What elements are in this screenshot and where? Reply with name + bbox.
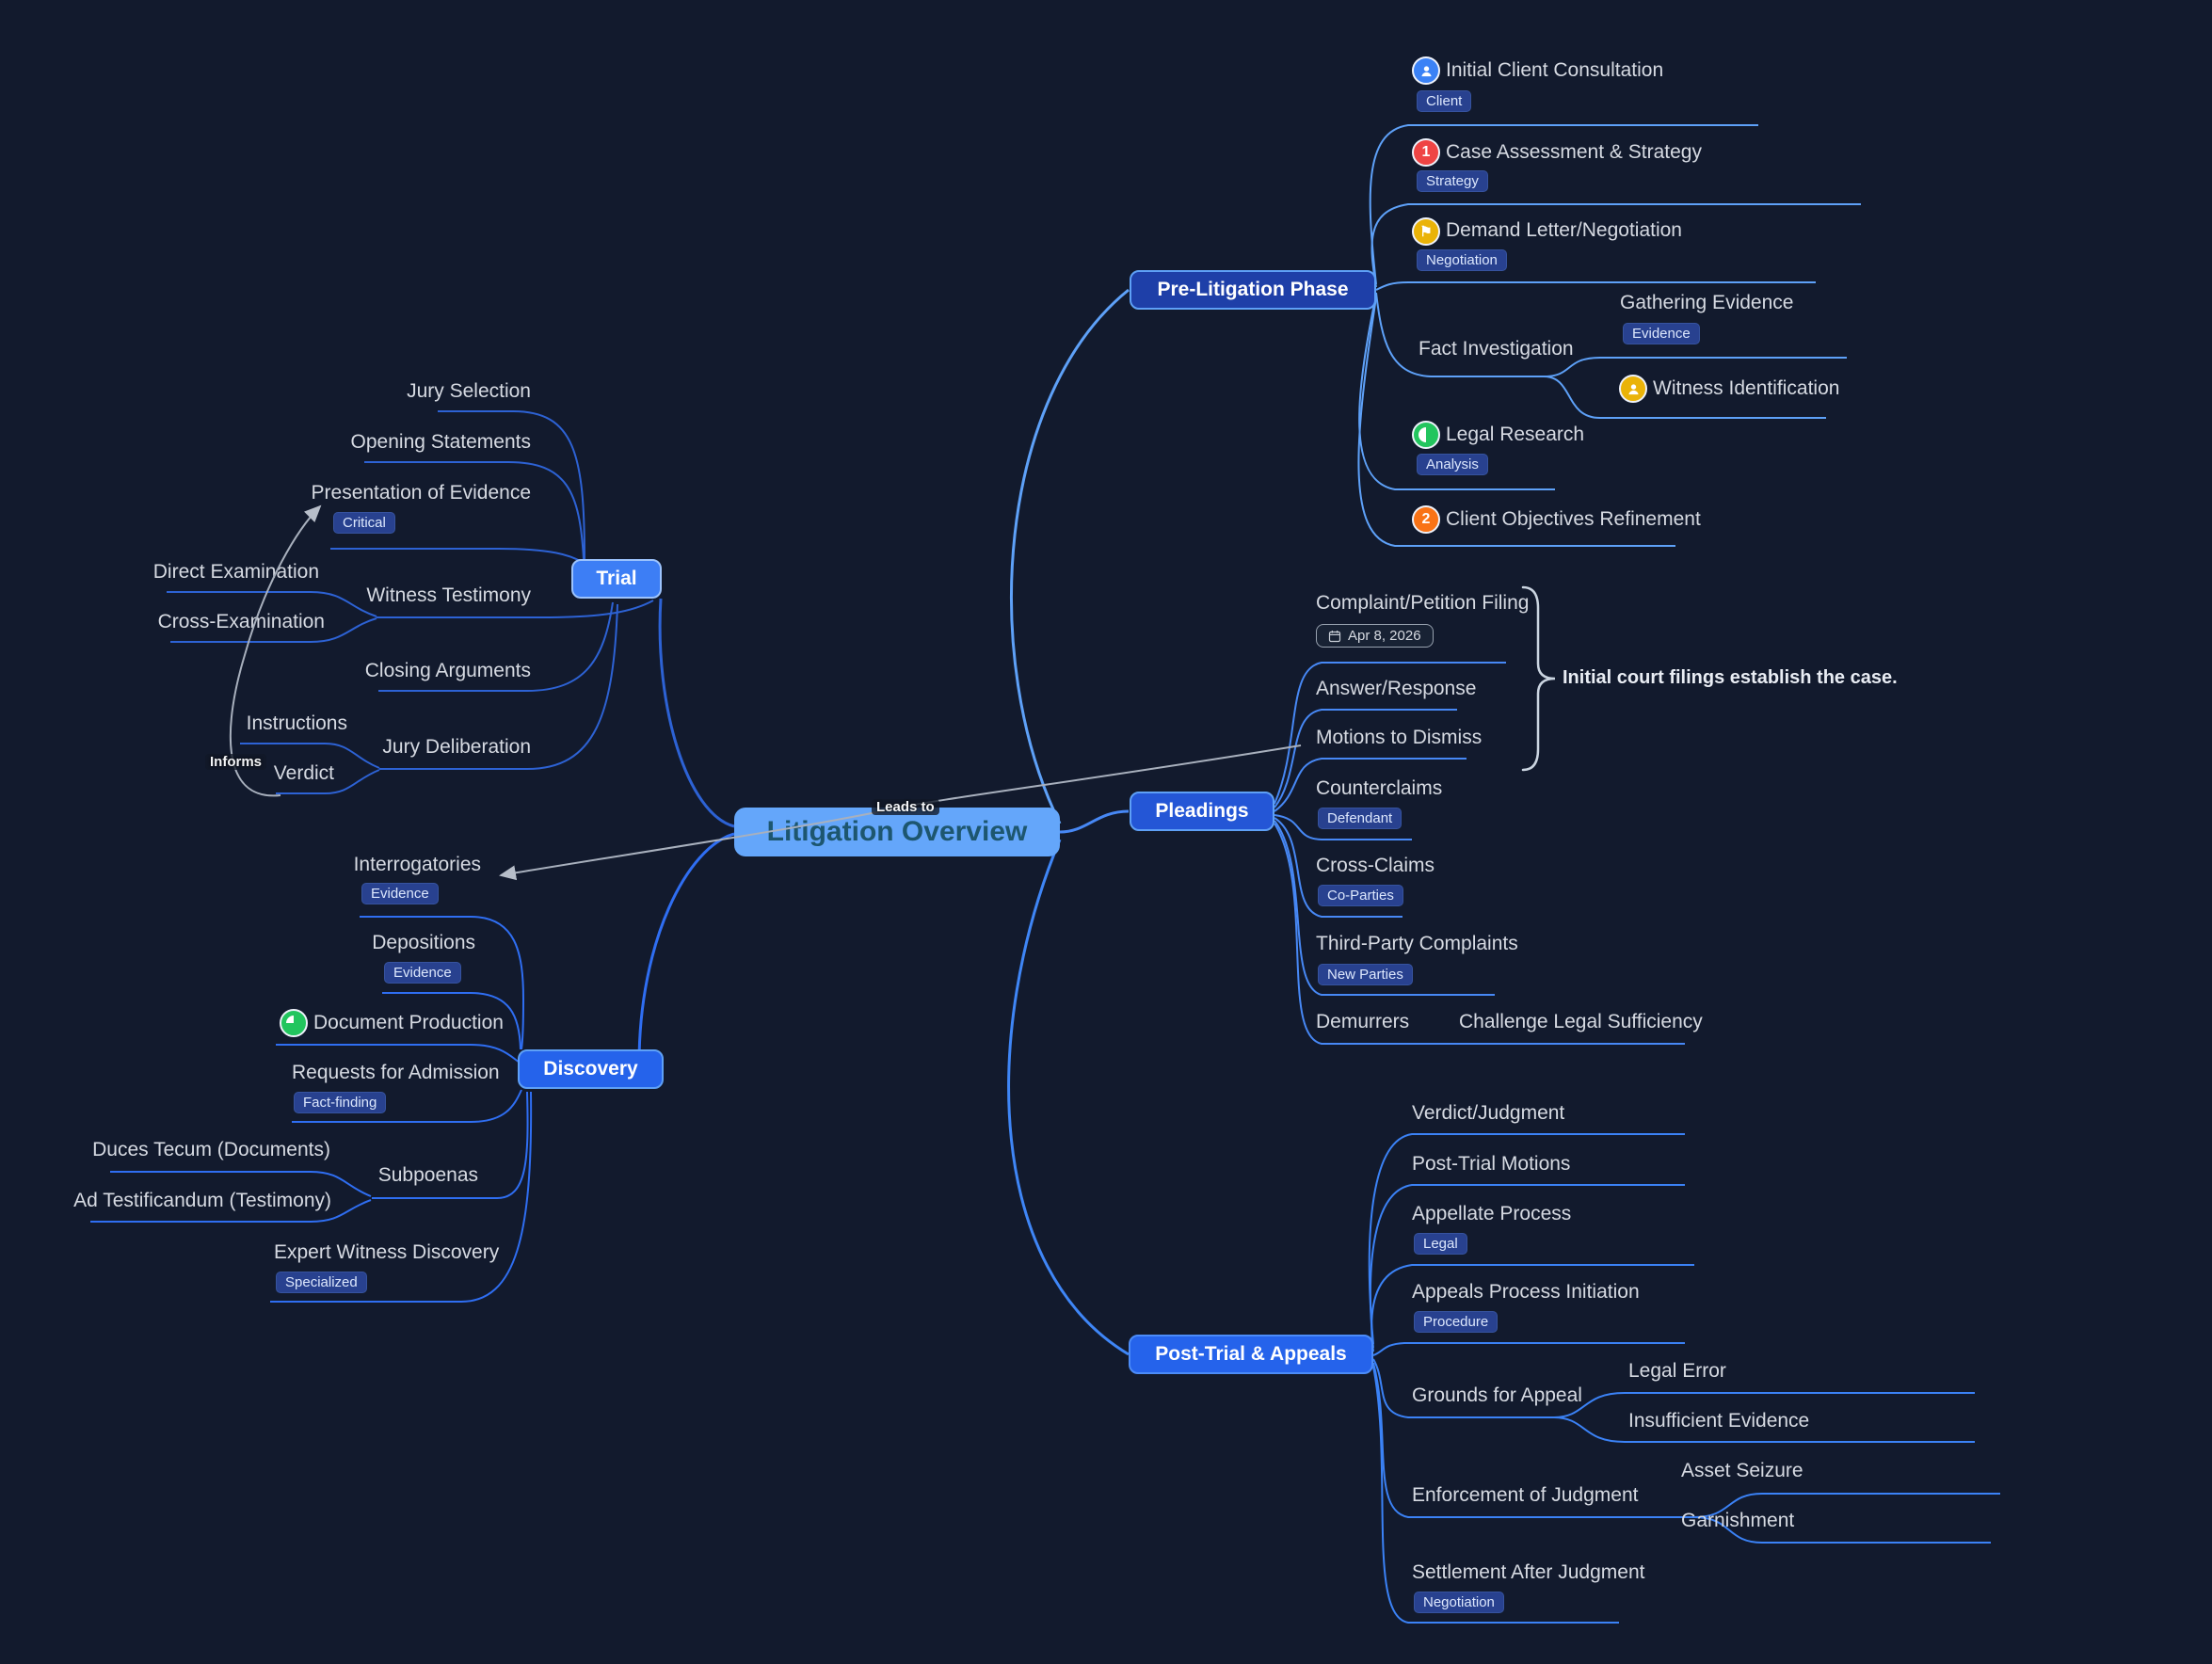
annotation-brace: [1521, 585, 1556, 772]
item-fact-investigation[interactable]: Fact Investigation: [1419, 338, 1574, 360]
annotation-text: Initial court filings establish the case…: [1563, 667, 1898, 688]
progress-three-quarter-icon: [280, 1009, 308, 1037]
item-answer-response[interactable]: Answer/Response: [1316, 678, 1477, 699]
informs-link: [229, 504, 322, 797]
branch-node-trial[interactable]: Trial: [571, 559, 662, 599]
item-settlement-after-judgment[interactable]: Settlement After Judgment: [1412, 1561, 1645, 1583]
badge-specialized: Specialized: [276, 1272, 367, 1293]
prelit-edges: [1357, 124, 1861, 547]
item-instructions[interactable]: Instructions: [246, 712, 347, 734]
item-witness-identification[interactable]: Witness Identification: [1653, 377, 1840, 399]
item-ad-testificandum[interactable]: Ad Testificandum (Testimony): [73, 1190, 331, 1211]
item-challenge-legal-sufficiency[interactable]: Challenge Legal Sufficiency: [1459, 1011, 1703, 1032]
item-depositions[interactable]: Depositions: [372, 932, 475, 953]
leads-to-label: Leads to: [872, 799, 939, 815]
discovery-edges: [90, 916, 533, 1303]
item-presentation-of-evidence[interactable]: Presentation of Evidence: [311, 482, 531, 504]
branch-node-discovery[interactable]: Discovery: [518, 1049, 664, 1089]
item-legal-research[interactable]: Legal Research: [1446, 424, 1585, 445]
progress-half-icon: [1412, 421, 1440, 449]
item-demurrers[interactable]: Demurrers: [1316, 1011, 1410, 1032]
badge-analysis: Analysis: [1417, 454, 1488, 475]
badge-client: Client: [1417, 90, 1472, 112]
item-third-party-complaints[interactable]: Third-Party Complaints: [1316, 933, 1518, 954]
item-motions-to-dismiss[interactable]: Motions to Dismiss: [1316, 727, 1483, 748]
person-blue-icon: [1412, 56, 1440, 85]
badge-procedure: Procedure: [1414, 1311, 1499, 1333]
calendar-icon: [1328, 630, 1341, 642]
item-duces-tecum[interactable]: Duces Tecum (Documents): [92, 1139, 330, 1160]
badge-negotiation: Negotiation: [1417, 249, 1507, 271]
item-post-trial-motions[interactable]: Post-Trial Motions: [1412, 1153, 1571, 1175]
item-document-production[interactable]: Document Production: [313, 1012, 504, 1033]
item-counterclaims[interactable]: Counterclaims: [1316, 777, 1443, 799]
badge-critical: Critical: [333, 512, 395, 534]
item-jury-deliberation[interactable]: Jury Deliberation: [382, 736, 531, 758]
flag-icon: ⚑: [1412, 217, 1440, 246]
item-case-assessment[interactable]: Case Assessment & Strategy: [1446, 141, 1702, 163]
item-demand-letter[interactable]: Demand Letter/Negotiation: [1446, 219, 1682, 241]
root-node[interactable]: Litigation Overview: [734, 808, 1060, 856]
item-grounds-for-appeal[interactable]: Grounds for Appeal: [1412, 1384, 1582, 1406]
item-direct-examination[interactable]: Direct Examination: [152, 561, 319, 583]
badge-legal: Legal: [1414, 1233, 1467, 1255]
informs-label: Informs: [205, 754, 267, 770]
item-gathering-evidence[interactable]: Gathering Evidence: [1620, 292, 1794, 313]
item-opening-statements[interactable]: Opening Statements: [350, 431, 531, 453]
badge-evidence-interrogatories: Evidence: [361, 883, 439, 904]
item-client-objectives[interactable]: Client Objectives Refinement: [1446, 508, 1701, 530]
item-initial-client-consultation[interactable]: Initial Client Consultation: [1446, 59, 1664, 81]
badge-evidence-gathering: Evidence: [1623, 323, 1700, 344]
posttrial-edges: [1368, 1133, 2000, 1624]
badge-fact-finding: Fact-finding: [294, 1092, 387, 1113]
item-enforcement-of-judgment[interactable]: Enforcement of Judgment: [1412, 1484, 1639, 1506]
item-legal-error[interactable]: Legal Error: [1628, 1360, 1726, 1382]
center-edges: [637, 288, 1130, 1356]
badge-negotiation-settlement: Negotiation: [1414, 1592, 1504, 1613]
item-insufficient-evidence[interactable]: Insufficient Evidence: [1628, 1410, 1810, 1432]
branch-node-pre-litigation[interactable]: Pre-Litigation Phase: [1130, 270, 1376, 310]
badge-co-parties: Co-Parties: [1318, 885, 1403, 906]
item-garnishment[interactable]: Garnishment: [1681, 1510, 1795, 1531]
number-2-icon: 2: [1412, 505, 1440, 534]
item-requests-for-admission[interactable]: Requests for Admission: [292, 1062, 500, 1083]
item-complaint-filing[interactable]: Complaint/Petition Filing: [1316, 592, 1530, 614]
item-appeals-process-initiation[interactable]: Appeals Process Initiation: [1412, 1281, 1640, 1303]
item-witness-testimony[interactable]: Witness Testimony: [366, 584, 531, 606]
item-subpoenas[interactable]: Subpoenas: [377, 1164, 478, 1186]
item-verdict-judgment[interactable]: Verdict/Judgment: [1412, 1102, 1565, 1124]
pleadings-edges: [1274, 662, 1685, 1045]
item-appellate-process[interactable]: Appellate Process: [1412, 1203, 1572, 1224]
item-verdict[interactable]: Verdict: [273, 762, 334, 784]
item-expert-witness-discovery[interactable]: Expert Witness Discovery: [274, 1241, 500, 1263]
branch-node-pleadings[interactable]: Pleadings: [1130, 792, 1274, 831]
item-asset-seizure[interactable]: Asset Seizure: [1681, 1460, 1803, 1481]
date-chip[interactable]: Apr 8, 2026: [1316, 624, 1434, 648]
item-closing-arguments[interactable]: Closing Arguments: [364, 660, 531, 681]
branch-node-post-trial[interactable]: Post-Trial & Appeals: [1129, 1335, 1373, 1374]
date-chip-value: Apr 8, 2026: [1348, 628, 1421, 644]
item-cross-claims[interactable]: Cross-Claims: [1316, 855, 1435, 876]
person-yellow-icon: [1619, 375, 1647, 403]
badge-defendant: Defendant: [1318, 808, 1403, 829]
number-1-icon: 1: [1412, 138, 1440, 167]
badge-strategy: Strategy: [1417, 170, 1488, 192]
item-jury-selection[interactable]: Jury Selection: [407, 380, 531, 402]
badge-new-parties: New Parties: [1318, 964, 1413, 985]
item-interrogatories[interactable]: Interrogatories: [353, 854, 481, 875]
badge-evidence-depositions: Evidence: [384, 962, 461, 984]
item-cross-examination[interactable]: Cross-Examination: [157, 611, 325, 632]
